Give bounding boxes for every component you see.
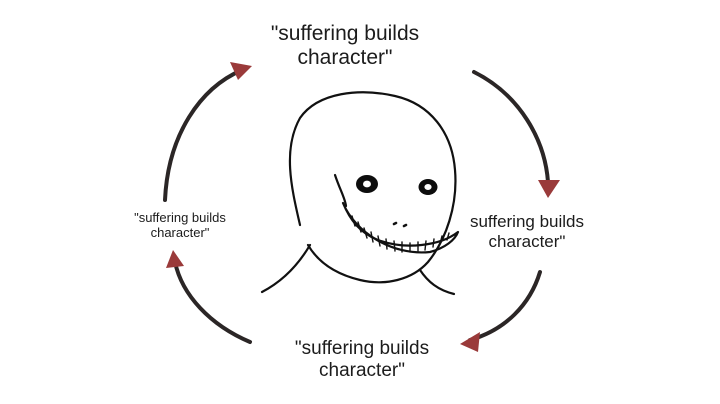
left-pupil xyxy=(363,180,371,188)
neck-right xyxy=(418,268,456,296)
wojak-grin-face-icon xyxy=(260,91,460,296)
nose xyxy=(392,221,408,228)
arrow-top-right-head xyxy=(538,180,560,198)
caption-left: "suffering builds character" xyxy=(134,210,226,240)
head-outline xyxy=(288,91,457,284)
arrow-bottom-right xyxy=(468,270,542,342)
caption-top: "suffering builds character" xyxy=(270,22,420,70)
arrow-bottom-left-head xyxy=(166,250,184,268)
arrow-bottom-left xyxy=(173,260,252,344)
arrow-top-right xyxy=(472,70,550,184)
eyes xyxy=(356,175,438,195)
arrow-top-left xyxy=(163,68,244,202)
grin-outline xyxy=(341,201,460,254)
grin-teeth xyxy=(351,215,450,253)
cheek-line xyxy=(333,173,348,208)
right-pupil xyxy=(424,184,432,190)
neck-left xyxy=(260,243,312,294)
arrow-bottom-right-head xyxy=(460,332,480,352)
caption-bottom: "suffering builds character" xyxy=(294,338,430,381)
arrow-top-left-head xyxy=(230,62,252,80)
caption-right: suffering builds character" xyxy=(469,212,585,251)
